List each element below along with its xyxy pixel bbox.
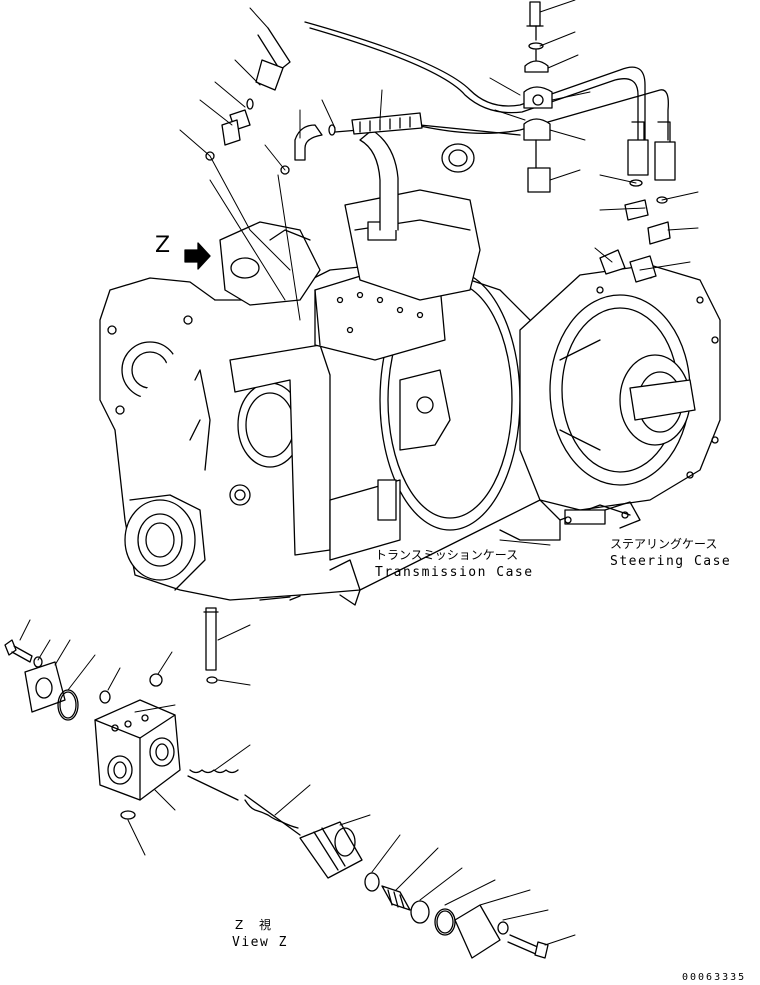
steering-case-label-en: Steering Case (610, 554, 732, 569)
leader-lines (179, 0, 699, 546)
view-z-arrow (184, 242, 211, 270)
steering-case-label-jp: ステアリングケース (610, 537, 718, 551)
drawing-number: 00063335 (682, 972, 747, 983)
fittings-left (205, 98, 336, 175)
view-z-label-jp: Z 視 (235, 918, 278, 932)
view-marker-z: Z (155, 233, 172, 258)
clamp-stack (523, 1, 553, 193)
view-z-label-en: View Z (232, 935, 288, 950)
steering-case-drawing (499, 264, 721, 541)
transmission-case-label-jp: トランスミッションケース (375, 548, 519, 562)
transmission-case-drawing (99, 129, 561, 606)
transmission-case-label-en: Transmission Case (375, 565, 534, 580)
view-z-exploded-assembly (4, 607, 576, 959)
fittings-right (599, 179, 671, 283)
hose-lines (255, 21, 676, 181)
